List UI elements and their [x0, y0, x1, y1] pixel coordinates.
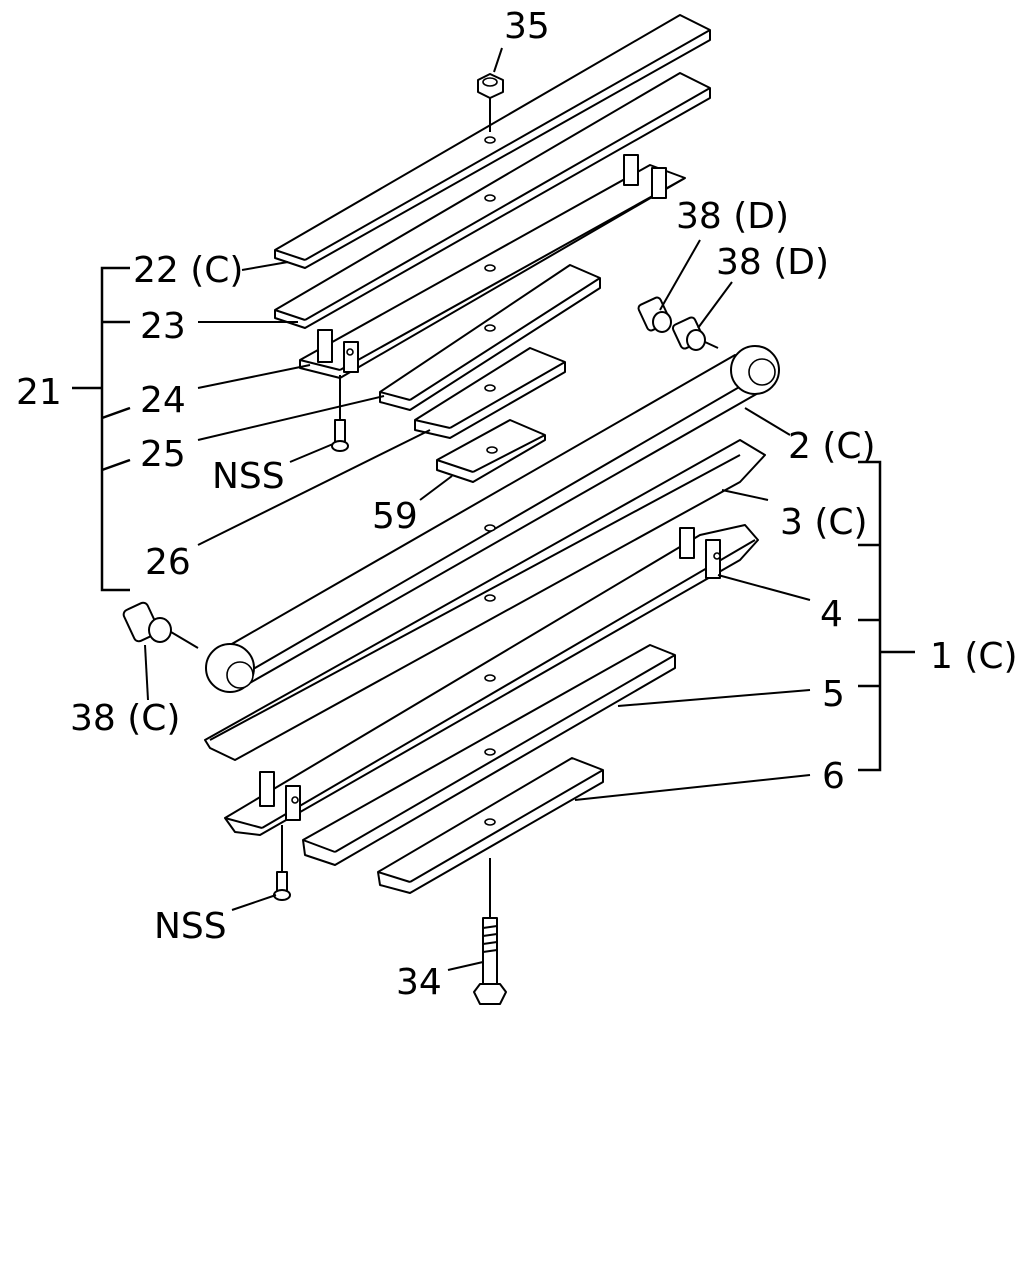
- callout-2c: 2 (C): [788, 426, 876, 467]
- leaf-22: [274, 14, 711, 269]
- leaf-6: [377, 757, 604, 894]
- leaf-23: [274, 72, 711, 329]
- callout-23: 23: [140, 306, 186, 347]
- nut-35: [477, 73, 504, 132]
- callout-59: 59: [372, 496, 418, 537]
- callout-24: 24: [140, 380, 186, 421]
- callout-38d-a: 38 (D): [676, 196, 789, 237]
- plate-59: [436, 419, 546, 483]
- leaf-5: [302, 644, 676, 866]
- screw-nss-bottom: [273, 825, 291, 901]
- callout-21: 21: [16, 372, 62, 413]
- leaf-24: [299, 154, 686, 379]
- leaf-3: [204, 439, 766, 761]
- callout-nss-top: NSS: [212, 456, 285, 497]
- leader-lines: [144, 47, 811, 971]
- bushing-38d-a: [637, 296, 672, 333]
- callout-5: 5: [822, 674, 845, 715]
- leaf-25: [379, 264, 601, 411]
- callout-34: 34: [396, 962, 442, 1003]
- callout-nss-bottom: NSS: [154, 906, 227, 947]
- bracket-1c: [858, 460, 915, 772]
- callout-6: 6: [822, 756, 845, 797]
- screw-nss-top: [331, 375, 349, 452]
- bolt-34: [473, 858, 507, 1005]
- leaf-26: [414, 347, 566, 439]
- callout-38c: 38 (C): [70, 698, 180, 739]
- callout-25: 25: [140, 434, 186, 475]
- bushing-38d-b: [671, 316, 719, 351]
- callout-22c: 22 (C): [133, 250, 243, 291]
- leaf-4: [224, 524, 759, 836]
- callout-4: 4: [820, 594, 843, 635]
- callout-3c: 3 (C): [780, 502, 868, 543]
- bushing-38c: [122, 601, 199, 649]
- leaf-2: [205, 345, 780, 693]
- callout-26: 26: [145, 542, 191, 583]
- callout-1c: 1 (C): [930, 636, 1018, 677]
- bracket-21: [72, 266, 131, 592]
- callout-35: 35: [504, 6, 550, 47]
- callout-38d-b: 38 (D): [716, 242, 829, 283]
